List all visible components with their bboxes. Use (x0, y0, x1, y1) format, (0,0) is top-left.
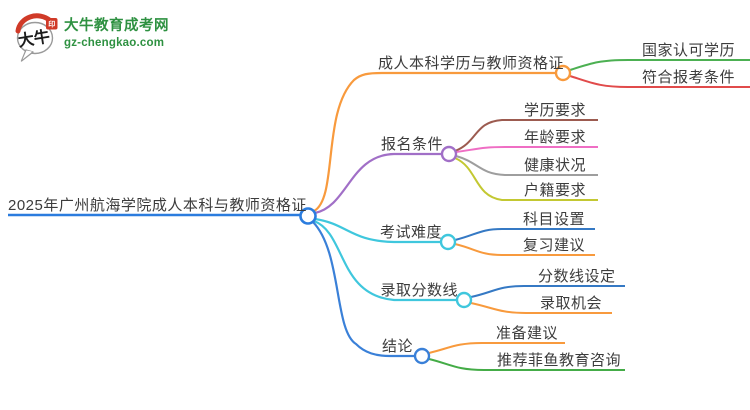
leaf-label[interactable]: 健康状况 (524, 157, 587, 174)
leaf-label[interactable]: 科目设置 (523, 211, 586, 228)
site-logo[interactable]: 印 大牛 大牛教育成考网 gz-chengkao.com (14, 12, 169, 64)
branch2-label[interactable]: 报名条件 (380, 136, 443, 153)
logo-seal (46, 18, 58, 30)
leaf-label[interactable]: 准备建议 (496, 325, 559, 342)
branch1-node-circle[interactable] (554, 64, 572, 82)
central-topic-label[interactable]: 2025年广州航海学院成人本科与教师资格证 (8, 197, 307, 214)
daniu-speech-bubble-icon: 印 大牛 (15, 13, 58, 62)
branch3-label[interactable]: 考试难度 (379, 224, 442, 241)
branch4-node-circle[interactable] (455, 291, 473, 309)
branch5-child1-connector (428, 342, 565, 354)
leaf-label[interactable]: 学历要求 (524, 102, 587, 119)
branch3-child2-connector (454, 243, 595, 256)
logo-subtitle: gz-chengkao.com (64, 37, 165, 49)
branch1-child1-connector (569, 59, 750, 71)
svg-text:印: 印 (48, 20, 55, 29)
branch3-connector (314, 217, 441, 244)
leaf-label[interactable]: 符合报考条件 (642, 69, 736, 86)
leaf-label[interactable]: 年龄要求 (524, 129, 587, 146)
leaf-label[interactable]: 国家认可学历 (642, 42, 736, 59)
branch5-connector (312, 221, 415, 358)
branch4-child1-connector (470, 285, 625, 298)
logo-title: 大牛教育成考网 (64, 18, 169, 34)
branch4-connector (313, 219, 457, 302)
branch5-child2-connector (428, 358, 625, 371)
branch2-child3-connector (455, 155, 598, 176)
leaf-label[interactable]: 录取机会 (540, 295, 603, 312)
logo-red-arc (15, 13, 53, 34)
branch3-node-circle[interactable] (439, 233, 457, 251)
branch4-label[interactable]: 录取分数线 (380, 282, 458, 299)
branch3-child1-connector (454, 228, 595, 241)
leaf-label[interactable]: 推荐菲鱼教育咨询 (497, 352, 622, 369)
branch2-child1-connector (454, 119, 598, 152)
branch1-connector (313, 71, 556, 212)
branch4-child2-connector (470, 302, 612, 314)
leaf-label[interactable]: 户籍要求 (524, 182, 587, 199)
logo-bubble-text: 大牛 (17, 27, 52, 51)
branch1-child2-connector (569, 75, 750, 88)
central-node-circle[interactable] (299, 207, 317, 225)
branch5-label[interactable]: 结论 (381, 338, 413, 355)
leaf-label[interactable]: 复习建议 (523, 237, 586, 254)
leaf-label[interactable]: 分数线设定 (538, 268, 616, 285)
branch5-node-circle[interactable] (413, 347, 431, 365)
branch2-child2-connector (455, 146, 598, 153)
branch2-node-circle[interactable] (440, 145, 458, 163)
branch2-connector (314, 152, 442, 215)
branch1-label[interactable]: 成人本科学历与教师资格证 (378, 55, 565, 72)
branch2-child4-connector (454, 157, 598, 201)
